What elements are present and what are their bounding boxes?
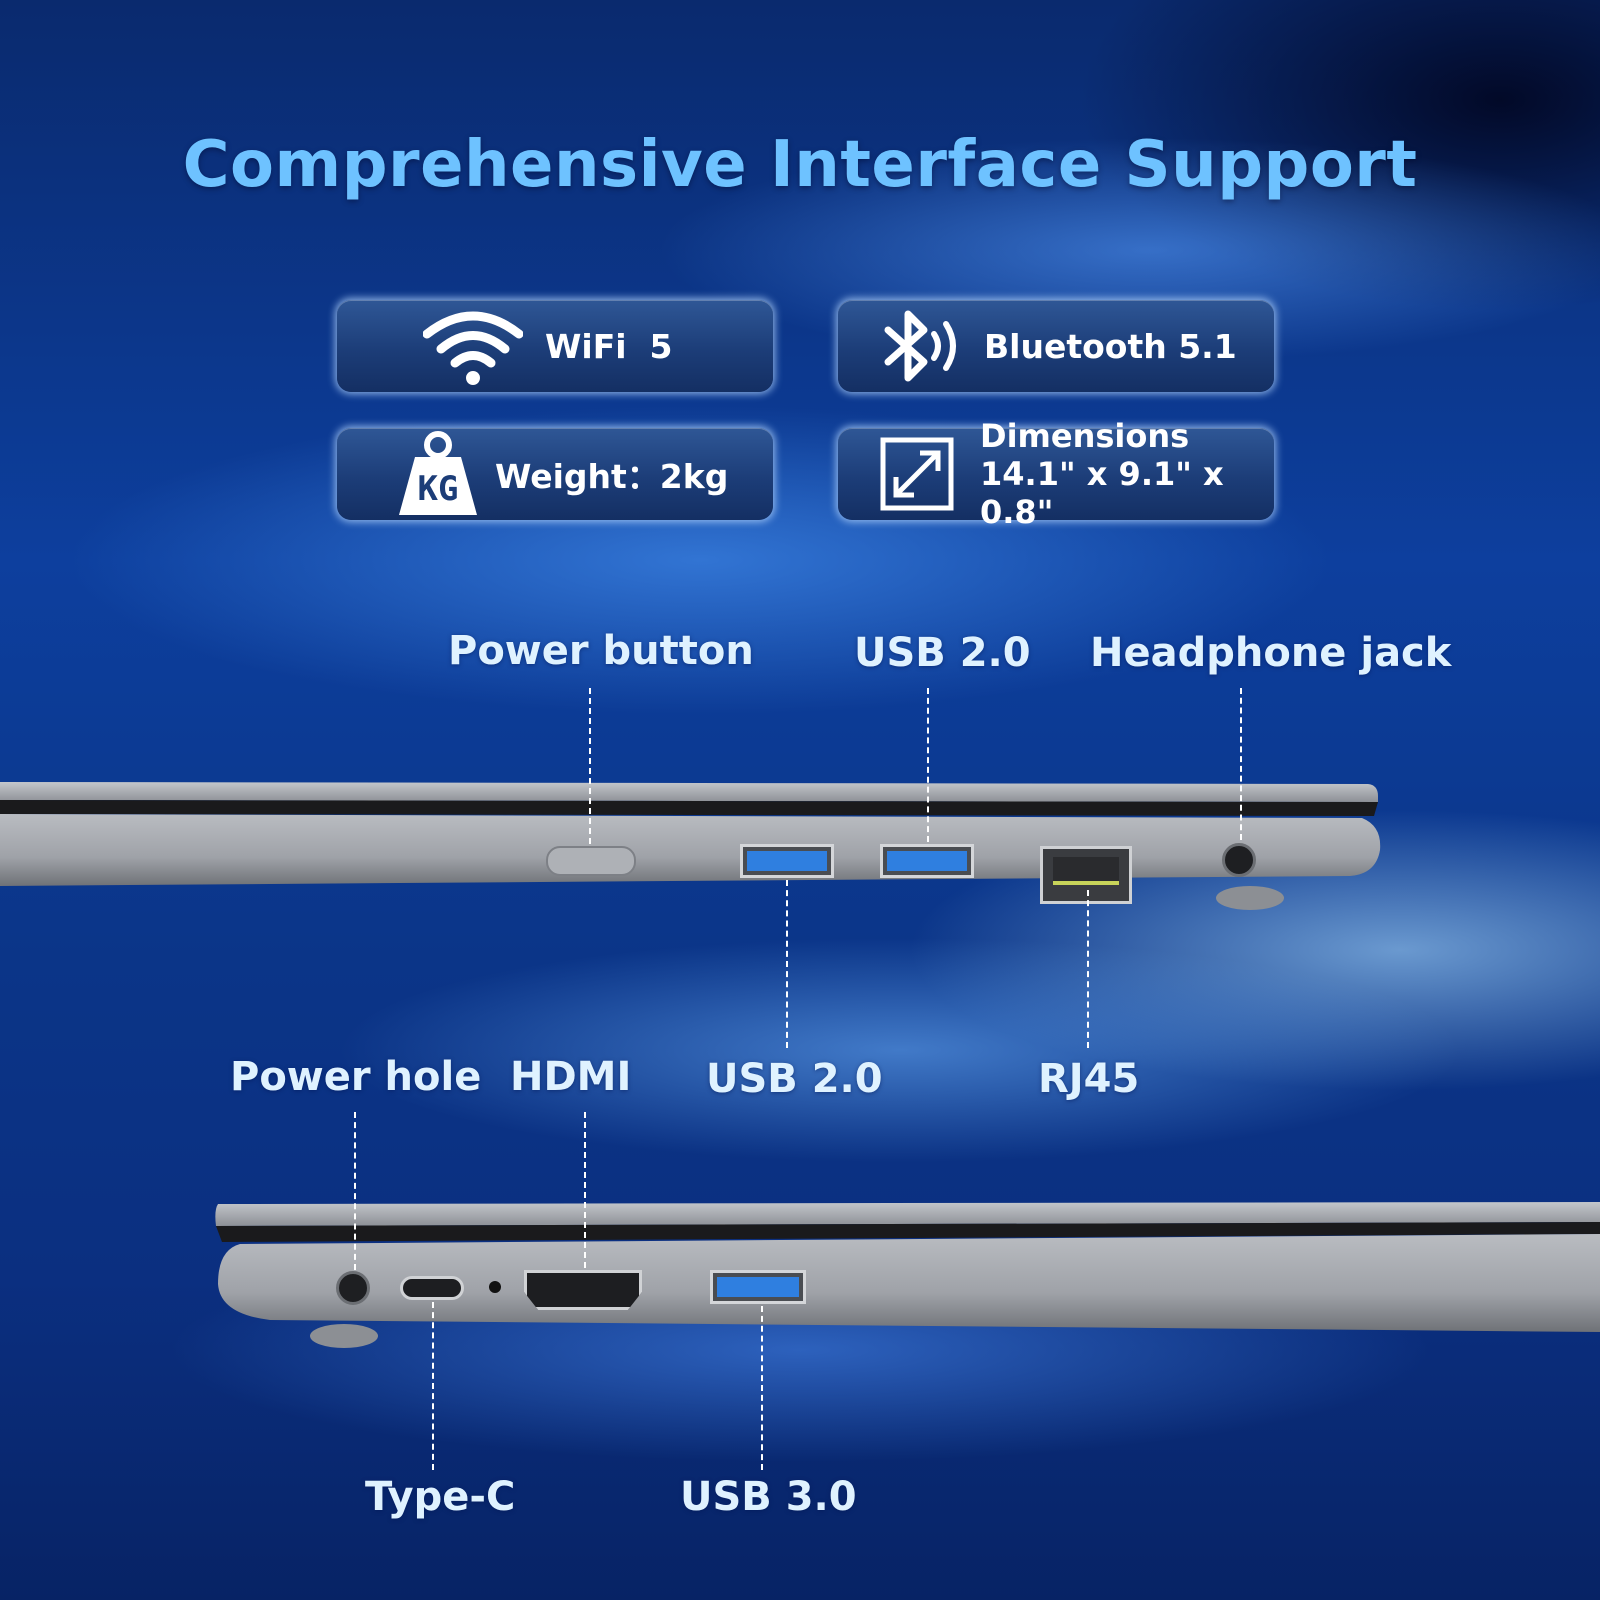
label-power-button: Power button [448,628,754,674]
wifi-label: WiFi 5 [545,326,673,366]
leader-headphone-jack [1240,688,1242,840]
weight-icon: KG [397,431,479,517]
bluetooth-label: Bluetooth 5.1 [984,326,1237,366]
page-title: Comprehensive Interface Support [182,128,1418,202]
leader-hdmi [584,1112,586,1268]
dimensions-value: 14.1" x 9.1" x 0.8" [980,455,1224,531]
label-power-hole: Power hole [230,1054,482,1100]
power-hole-port [336,1271,370,1305]
dimensions-text: Dimensions 14.1" x 9.1" x 0.8" [980,417,1274,531]
wifi-icon [423,306,523,386]
label-headphone-jack: Headphone jack [1090,630,1452,676]
rj45-port [1040,846,1132,904]
weight-icon-text: KG [417,469,459,509]
power-button [546,846,636,876]
indicator-light [489,1281,501,1293]
label-rj45: RJ45 [1038,1056,1140,1102]
leader-power-hole [354,1112,356,1270]
hdmi-port [524,1270,642,1310]
dimensions-badge: Dimensions 14.1" x 9.1" x 0.8" [838,417,1274,531]
bluetooth-badge: Bluetooth 5.1 [838,300,1274,392]
label-usb-2-top: USB 2.0 [854,630,1031,676]
leader-usb-2-top [927,688,929,842]
label-hdmi: HDMI [510,1054,632,1100]
usb-3-port [710,1270,806,1304]
leader-type-c [432,1302,434,1470]
bluetooth-icon [878,306,966,386]
dimensions-label: Dimensions [980,417,1190,455]
leader-usb-2-bottom [786,880,788,1048]
leader-usb-3 [761,1306,763,1470]
label-type-c: Type-C [365,1474,516,1520]
type-c-port [400,1276,464,1300]
leader-power-button [589,688,591,844]
leader-rj45 [1087,890,1089,1048]
weight-badge: KG Weight：2kg [337,428,773,520]
wifi-badge: WiFi 5 [337,300,773,392]
resize-icon [880,437,954,511]
headphone-jack-port [1222,843,1256,877]
usb-2-port-a [740,844,834,878]
label-usb-3: USB 3.0 [680,1474,857,1520]
laptop-right-side [0,782,1381,910]
usb-2-port-b [880,844,974,878]
weight-label: Weight：2kg [495,457,729,496]
label-usb-2-bottom: USB 2.0 [706,1056,883,1102]
